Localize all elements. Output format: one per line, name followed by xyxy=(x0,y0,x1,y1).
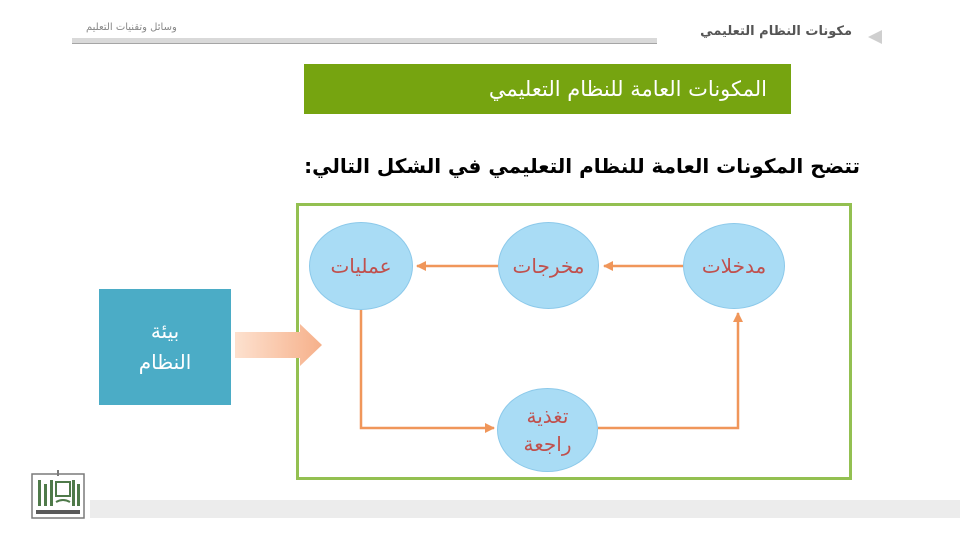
connector-feedback-to-inputs xyxy=(598,312,743,430)
environment-label-line2: النظام xyxy=(138,350,192,374)
environment-arrow xyxy=(235,324,322,366)
environment-label-line1: بيئة xyxy=(150,319,180,343)
footer-bar xyxy=(90,500,960,518)
slide-subtitle: تتضح المكونات العامة للنظام التعليمي في … xyxy=(304,154,860,178)
outputs-label: مخرجات xyxy=(512,253,585,278)
triangle-left-icon xyxy=(868,30,882,44)
outputs-node: مخرجات xyxy=(498,222,599,309)
feedback-label-line1: تغذية xyxy=(526,404,569,428)
processes-label: عمليات xyxy=(330,254,392,278)
processes-node: عمليات xyxy=(309,222,413,310)
header-divider-shadow xyxy=(72,43,657,44)
inputs-node: مدخلات xyxy=(683,223,785,309)
course-name: وسائل وتقنيات التعليم xyxy=(86,22,177,33)
system-environment-box: بيئة النظام xyxy=(99,289,231,405)
university-logo xyxy=(31,470,85,519)
header-divider xyxy=(72,38,657,43)
feedback-label-line2: راجعة xyxy=(523,432,572,456)
inputs-label: مدخلات xyxy=(701,254,767,278)
section-title: مكونات النظام التعليمي xyxy=(700,24,852,39)
slide-title-text: المكونات العامة للنظام التعليمي xyxy=(488,77,767,101)
feedback-node: تغذية راجعة xyxy=(497,388,598,472)
connector-processes-to-feedback xyxy=(359,310,495,433)
slide-title: المكونات العامة للنظام التعليمي xyxy=(304,64,791,114)
